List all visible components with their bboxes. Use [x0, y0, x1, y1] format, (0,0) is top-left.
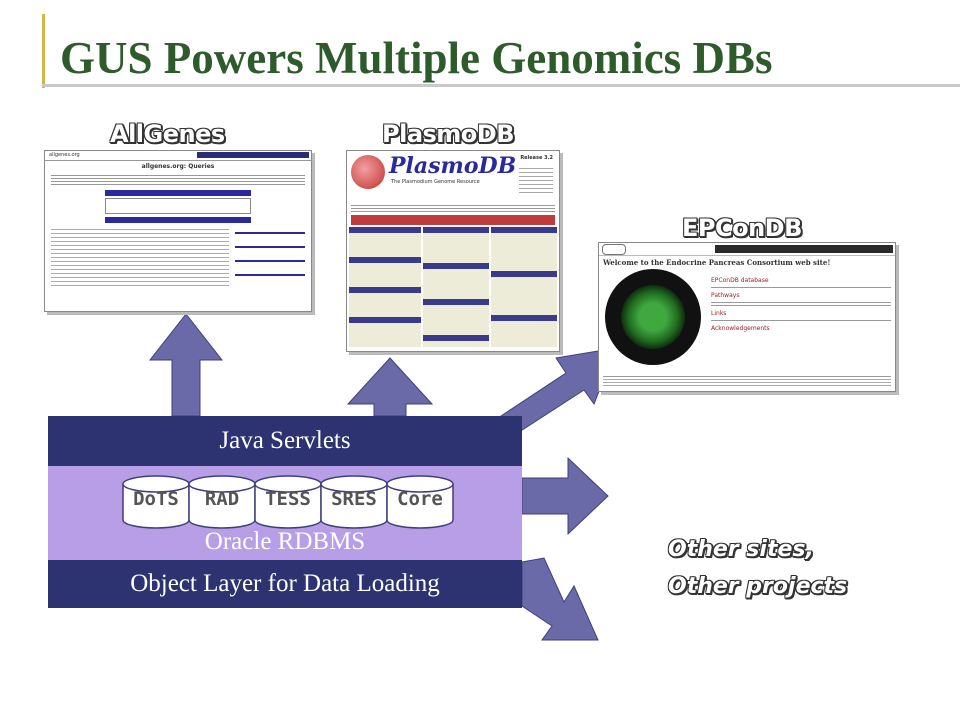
cylinder-shape	[386, 475, 454, 529]
arrow-right	[521, 456, 609, 536]
title-underline	[42, 84, 960, 87]
epcon-link-pathways[interactable]: Pathways	[711, 292, 740, 299]
schema-label: DoTS	[133, 488, 179, 510]
plasmodb-logo: PlasmoDB	[389, 153, 517, 179]
plasmodb-screenshot: PlasmoDB The Plasmodium Genome Resource …	[346, 150, 560, 352]
epcondb-screenshot: Welcome to the Endocrine Pancreas Consor…	[598, 242, 896, 392]
schema-label: TESS	[265, 488, 311, 510]
plasmodb-release: Release 3.2	[520, 155, 553, 161]
cylinder-shape	[188, 475, 256, 529]
other-sites-text: Other sites, Other projects	[668, 531, 847, 605]
cylinder-shape	[320, 475, 388, 529]
epcon-link-ack[interactable]: Acknowledgements	[711, 325, 770, 332]
plasmodb-subtitle: The Plasmodium Genome Resource	[391, 179, 480, 185]
allgenes-screenshot: allgenes.org allgenes.org: Queries	[44, 150, 312, 312]
schema-core: Core	[385, 474, 455, 530]
allgenes-heading: allgenes.org: Queries	[141, 163, 215, 170]
allgenes-label: AllGenes	[110, 120, 225, 148]
java-servlets-layer: Java Servlets	[48, 416, 522, 466]
oracle-rdbms-label: Oracle RDBMS	[204, 528, 366, 555]
title-accent-bar	[42, 14, 45, 88]
slide-title: GUS Powers Multiple Genomics DBs	[60, 33, 773, 83]
arrow-down-right	[521, 557, 599, 641]
other-line-2: Other projects	[668, 574, 848, 599]
other-line-1: Other sites,	[668, 537, 814, 562]
plasmodb-label: PlasmoDB	[382, 120, 515, 148]
epcon-link-links[interactable]: Links	[711, 310, 727, 317]
schema-label: RAD	[204, 488, 240, 510]
schema-label: SRES	[331, 488, 377, 510]
schema-dots: DoTS	[121, 474, 191, 530]
schema-label: Core	[397, 488, 443, 510]
cylinder-shape	[254, 475, 322, 529]
object-layer: Object Layer for Data Loading	[48, 560, 522, 608]
schema-tess: TESS	[253, 474, 323, 530]
arrow-to-plasmodb	[346, 357, 434, 417]
epcon-welcome: Welcome to the Endocrine Pancreas Consor…	[603, 258, 831, 267]
schema-sres: SRES	[319, 474, 389, 530]
allgenes-url: allgenes.org	[49, 152, 80, 158]
epcon-link-db[interactable]: EPConDB database	[711, 277, 769, 284]
epcondb-label: EPConDB	[682, 214, 802, 242]
schema-rad: RAD	[187, 474, 257, 530]
arrow-to-allgenes	[148, 313, 224, 417]
